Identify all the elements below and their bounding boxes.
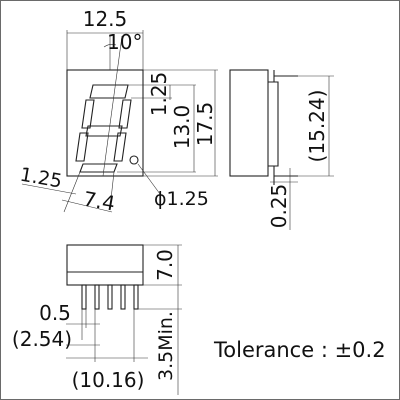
digit-width-label: 7.4 <box>81 187 116 216</box>
digit-width-extension-right <box>109 171 115 209</box>
lead-pin-5 <box>133 284 139 310</box>
lead-pin-4 <box>120 284 126 310</box>
lead-width-label: 0.5 <box>39 301 71 325</box>
segment-c <box>113 132 127 162</box>
body-depth-label: 7.0 <box>153 249 177 281</box>
segment-e <box>75 132 89 162</box>
width-label: 12.5 <box>83 7 128 31</box>
front-view: 12.5 10° 1.25 13.0 17.5 1.25 7.4 ϕ1.25 <box>18 7 218 216</box>
segment-width-dimension-line <box>21 183 77 195</box>
segment-a <box>89 84 129 99</box>
lead-pitch-label: (2.54) <box>12 327 72 351</box>
angle-arc <box>103 44 117 48</box>
dp-leader-line <box>137 163 161 195</box>
dp-diameter-label: ϕ1.25 <box>154 188 209 210</box>
decimal-point <box>129 155 139 165</box>
lead-thickness-label: 0.25 <box>267 184 291 229</box>
segment-d <box>79 163 118 173</box>
digit-width-extension-left <box>63 171 81 213</box>
tolerance-note: Tolerance : ±0.2 <box>213 338 386 362</box>
lead-pins <box>81 284 139 310</box>
bottom-view: 7.0 0.5 (2.54) (10.16) 3.5Min. <box>12 244 182 395</box>
lead-length-label: 3.5Min. <box>155 311 177 381</box>
slant-reference-line <box>102 35 123 177</box>
side-view: (15.24) 0.25 <box>229 69 334 230</box>
bottom-body-outline <box>66 244 144 286</box>
lead-span-label: (10.16) <box>72 368 145 392</box>
slant-angle-label: 10° <box>107 30 142 54</box>
lead-pin-1 <box>81 284 87 310</box>
segment-width-label: 1.25 <box>18 164 63 193</box>
segment-b <box>118 99 132 129</box>
segment-g <box>85 125 123 137</box>
digit-width-dimension-line <box>61 199 113 213</box>
lead-pin-2 <box>94 284 100 310</box>
row-spacing-label: (15.24) <box>305 90 329 163</box>
body-height-label: 17.5 <box>193 102 217 147</box>
side-body-outline <box>229 69 269 177</box>
lead-pin-3 <box>107 284 113 310</box>
digit-height-label: 13.0 <box>170 105 194 150</box>
front-body-outline <box>66 69 144 177</box>
segment-height-label: 1.25 <box>147 72 171 117</box>
side-lead-ledge <box>268 81 279 167</box>
segment-f <box>81 99 95 129</box>
